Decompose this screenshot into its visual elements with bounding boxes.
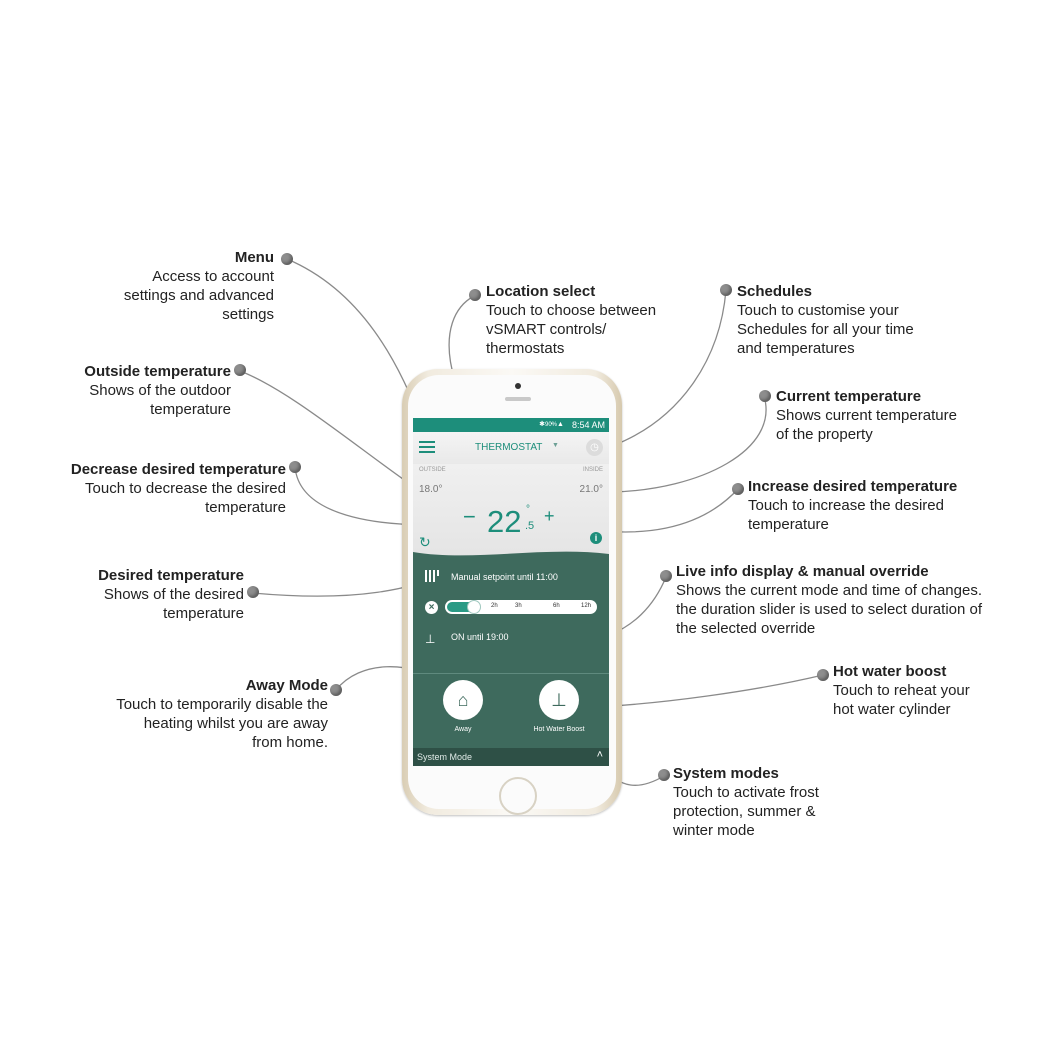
- menu-icon[interactable]: [419, 441, 435, 454]
- callout-live: Live info display & manual override Show…: [676, 562, 982, 638]
- callout-title: Location select: [486, 283, 596, 300]
- speaker-grille: [505, 397, 531, 401]
- location-select[interactable]: THERMOSTAT: [475, 442, 543, 453]
- slider-tick[interactable]: 6h: [553, 603, 560, 609]
- status-time: 8:54 AM: [571, 420, 605, 430]
- callout-menu: Menu Access to account settings and adva…: [124, 248, 274, 324]
- manual-setpoint-text: Manual setpoint until 11:00: [451, 572, 558, 582]
- callout-away: Away Mode Touch to temporarily disable t…: [116, 676, 328, 752]
- schedule-icon[interactable]: ◷: [586, 439, 603, 456]
- wave-divider: [413, 551, 609, 568]
- inside-temperature: 21.0°: [579, 484, 603, 495]
- tap-icon: ⊥: [425, 632, 436, 646]
- callout-title: Away Mode: [245, 677, 328, 694]
- callout-title: Schedules: [737, 283, 813, 300]
- setpoint-value: 22: [487, 504, 522, 539]
- callout-title: Live info display & manual override: [676, 563, 929, 580]
- duration-slider[interactable]: 2h 3h 6h 12h: [445, 600, 597, 614]
- setpoint-decimal: .5: [525, 520, 535, 532]
- system-mode-bar[interactable]: System Mode ˄: [413, 748, 609, 766]
- app-screen: ✱ ◔ ▲ 90% 8:54 AM THERMOSTAT ▼ ◷ OUTSIDE…: [413, 418, 609, 766]
- refresh-icon[interactable]: ↻: [419, 534, 431, 550]
- divider: [413, 673, 609, 674]
- callout-desc: Shows current temperature of the propert…: [776, 407, 957, 443]
- hot-water-status: ON until 19:00: [451, 632, 509, 642]
- outside-temperature: 18.0°: [419, 484, 443, 495]
- callout-desc: Shows the current mode and time of chang…: [676, 582, 983, 637]
- callout-dot-away: [330, 684, 342, 696]
- chevron-down-icon[interactable]: ▼: [552, 442, 559, 449]
- callout-desc: Touch to temporarily disable the heating…: [116, 696, 328, 751]
- callout-title: Hot water boost: [833, 663, 947, 680]
- callout-current: Current temperature Shows current temper…: [776, 387, 957, 444]
- slider-tick[interactable]: 2h: [491, 603, 498, 609]
- app-bar: THERMOSTAT ▼ ◷: [413, 432, 609, 464]
- callout-desc: Touch to choose between vSMART controls/…: [486, 302, 657, 357]
- callout-schedules: Schedules Touch to customise your Schedu…: [737, 282, 914, 358]
- callout-title: Decrease desired temperature: [70, 461, 286, 478]
- setpoint-degree: °: [526, 504, 530, 515]
- away-label: Away: [454, 726, 472, 733]
- callout-dot-live: [660, 570, 672, 582]
- callout-desc: Shows of the outdoor temperature: [89, 382, 231, 418]
- callout-desc: Touch to customise your Schedules for al…: [737, 302, 914, 357]
- status-bar: ✱ ◔ ▲ 90% 8:54 AM: [413, 418, 609, 432]
- callout-outside: Outside temperature Shows of the outdoor…: [84, 362, 231, 419]
- leader-current: [610, 395, 767, 498]
- cancel-override-icon[interactable]: ×: [425, 601, 438, 614]
- callout-title: Desired temperature: [98, 567, 244, 584]
- callout-dot-location: [469, 289, 481, 301]
- house-person-icon: ⌂: [457, 690, 469, 710]
- increase-button[interactable]: +: [544, 506, 555, 526]
- callout-dot-hotwater: [817, 669, 829, 681]
- callout-dot-increase: [732, 483, 744, 495]
- inside-label: INSIDE: [582, 467, 603, 473]
- callout-desc: Access to account settings and advanced …: [123, 268, 274, 323]
- callout-location: Location select Touch to choose between …: [486, 282, 656, 358]
- callout-dot-menu: [281, 253, 293, 265]
- callout-desc: Touch to reheat your hot water cylinder: [833, 682, 970, 718]
- callout-increase: Increase desired temperature Touch to in…: [748, 477, 957, 534]
- battery-level: 90%: [544, 422, 557, 428]
- camera-icon: [515, 383, 521, 389]
- callout-desired: Desired temperature Shows of the desired…: [98, 566, 244, 623]
- callout-dot-current: [759, 390, 771, 402]
- callout-dot-decrease: [289, 461, 301, 473]
- status-icons: ✱ ◔ ▲: [539, 421, 565, 428]
- system-mode-label: System Mode: [417, 752, 473, 762]
- callout-hotwater: Hot water boost Touch to reheat your hot…: [833, 662, 970, 719]
- callout-systemmodes: System modes Touch to activate frost pro…: [673, 764, 819, 840]
- hot-water-boost-button[interactable]: ⊥: [539, 680, 579, 720]
- callout-desc: Touch to decrease the desired temperatur…: [85, 480, 286, 516]
- callout-title: System modes: [673, 765, 779, 782]
- callout-dot-schedules: [720, 284, 732, 296]
- tap-boost-icon: ⊥: [551, 690, 567, 710]
- callout-title: Outside temperature: [84, 363, 231, 380]
- callout-title: Current temperature: [776, 388, 922, 405]
- hot-water-boost-label: Hot Water Boost: [533, 726, 585, 733]
- callout-desc: Touch to increase the desired temperatur…: [748, 497, 944, 533]
- callout-title: Menu: [234, 249, 274, 266]
- callout-desc: Touch to activate frost protection, summ…: [673, 784, 819, 839]
- home-button[interactable]: [499, 777, 537, 815]
- radiator-icon: [425, 570, 439, 582]
- away-button[interactable]: ⌂: [443, 680, 483, 720]
- slider-fill: [447, 602, 474, 612]
- decrease-button[interactable]: −: [463, 504, 476, 529]
- callout-dot-systemmodes: [658, 769, 670, 781]
- slider-tick[interactable]: 12h: [581, 603, 592, 609]
- callout-title: Increase desired temperature: [748, 478, 958, 495]
- callout-desc: Shows of the desired temperature: [103, 586, 244, 622]
- chevron-up-icon[interactable]: ˄: [596, 749, 603, 761]
- callout-dot-desired: [247, 586, 259, 598]
- callout-dot-outside: [234, 364, 246, 376]
- slider-handle[interactable]: [468, 601, 480, 613]
- slider-tick[interactable]: 3h: [515, 603, 522, 609]
- info-icon[interactable]: i: [590, 532, 602, 544]
- temperature-panel: OUTSIDE INSIDE 18.0° 21.0° − 22 ° .5 + ↻…: [413, 464, 609, 560]
- outside-label: OUTSIDE: [419, 467, 446, 473]
- callout-decrease: Decrease desired temperature Touch to de…: [71, 460, 286, 517]
